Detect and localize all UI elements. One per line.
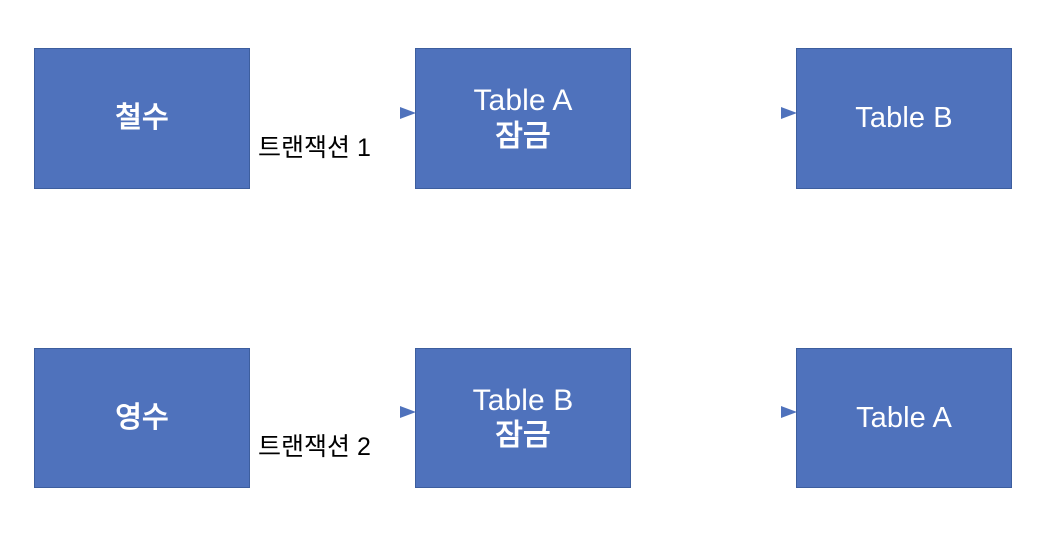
edge-label-transaction-2: 트랜잭션 2: [258, 433, 371, 461]
arrow-edge-4: [628, 405, 798, 419]
node-label-line-1: Table B: [472, 383, 574, 417]
node-table-a[interactable]: Table A: [796, 348, 1012, 488]
node-table-b[interactable]: Table B: [796, 48, 1012, 189]
node-locked-table-a[interactable]: Table A 잠금: [415, 48, 631, 189]
arrow-edge-3: [247, 405, 417, 419]
node-label-line-1: Table A: [856, 401, 952, 434]
arrow-edge-1: [247, 106, 417, 120]
node-label-line-1: 철수: [115, 102, 169, 135]
node-label-line-1: Table B: [855, 102, 953, 135]
node-label-line-1: Table A: [473, 84, 573, 118]
node-actor-yeongsu[interactable]: 영수: [34, 348, 250, 488]
arrow-edge-2: [628, 106, 798, 120]
node-label-line-1: 영수: [115, 401, 169, 434]
edge-label-transaction-1: 트랜잭션 1: [258, 134, 371, 162]
node-actor-cheolsu[interactable]: 철수: [34, 48, 250, 189]
node-label-line-2: 잠금: [495, 419, 551, 452]
node-label-line-2: 잠금: [495, 119, 551, 153]
node-locked-table-b[interactable]: Table B 잠금: [415, 348, 631, 488]
